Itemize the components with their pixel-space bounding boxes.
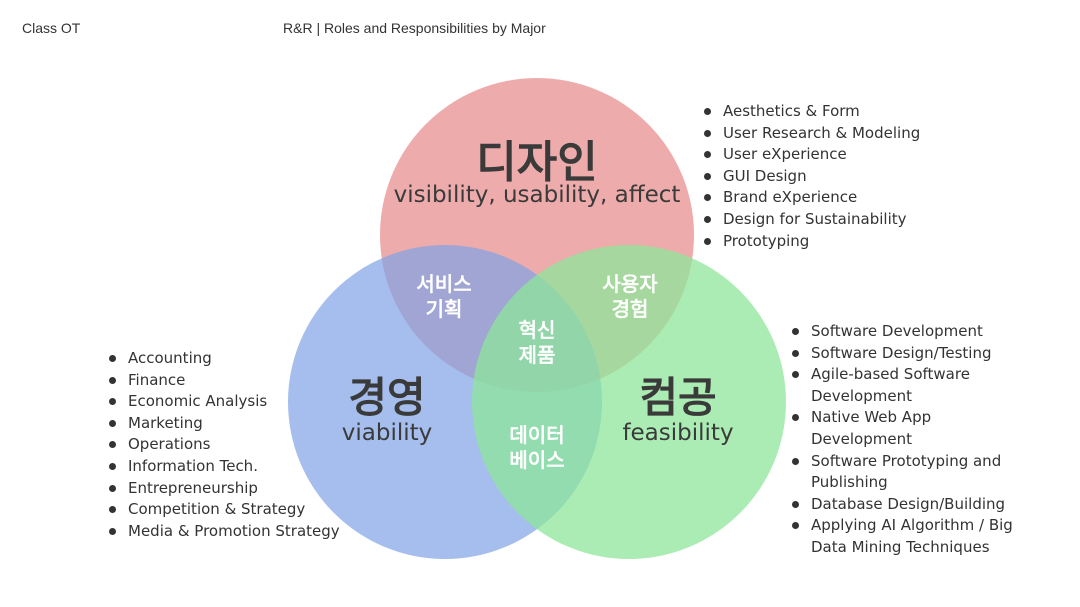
business-topic-list: Accounting Finance Economic Analysis Mar… [106,348,346,542]
design-topic-list: Aesthetics & Form User Research & Modeli… [701,101,1001,252]
course-label: Class OT [22,20,81,36]
list-item: Software Prototyping and Publishing [789,451,1029,494]
cs-circle [472,245,786,559]
cs-topic-list: Software Development Software Design/Tes… [789,321,1029,559]
list-item: Software Development [789,321,1029,343]
slide-title: R&R | Roles and Responsibilities by Majo… [283,20,546,36]
list-item: Information Tech. [106,456,346,478]
list-item: Applying AI Algorithm / Big Data Mining … [789,515,1029,558]
list-item: Prototyping [701,231,1001,253]
list-item: Agile-based Software Development [789,364,1029,407]
business-subtitle: viability [341,420,433,446]
overlap-database: 데이터 베이스 [509,423,565,472]
design-title: 디자인 [476,137,598,188]
list-item: User eXperience [701,144,1001,166]
business-title: 경영 [348,373,426,422]
list-item: Software Design/Testing [789,343,1029,365]
cs-title: 컴공 [639,373,717,422]
cs-subtitle: feasibility [622,420,734,446]
list-item: GUI Design [701,166,1001,188]
list-item: User Research & Modeling [701,123,1001,145]
design-subtitle: visibility, usability, affect [393,182,681,208]
list-item: Competition & Strategy [106,499,346,521]
list-item: Design for Sustainability [701,209,1001,231]
list-item: Media & Promotion Strategy [106,521,346,543]
list-item: Aesthetics & Form [701,101,1001,123]
overlap-innovative-product: 혁신 제품 [518,318,556,367]
list-item: Accounting [106,348,346,370]
list-item: Marketing [106,413,346,435]
list-item: Database Design/Building [789,494,1029,516]
overlap-service-planning: 서비스 기획 [416,272,472,321]
list-item: Finance [106,370,346,392]
list-item: Brand eXperience [701,187,1001,209]
list-item: Entrepreneurship [106,478,346,500]
list-item: Economic Analysis [106,391,346,413]
list-item: Operations [106,434,346,456]
list-item: Native Web App Development [789,407,1029,450]
overlap-user-experience: 사용자 경험 [602,272,658,321]
